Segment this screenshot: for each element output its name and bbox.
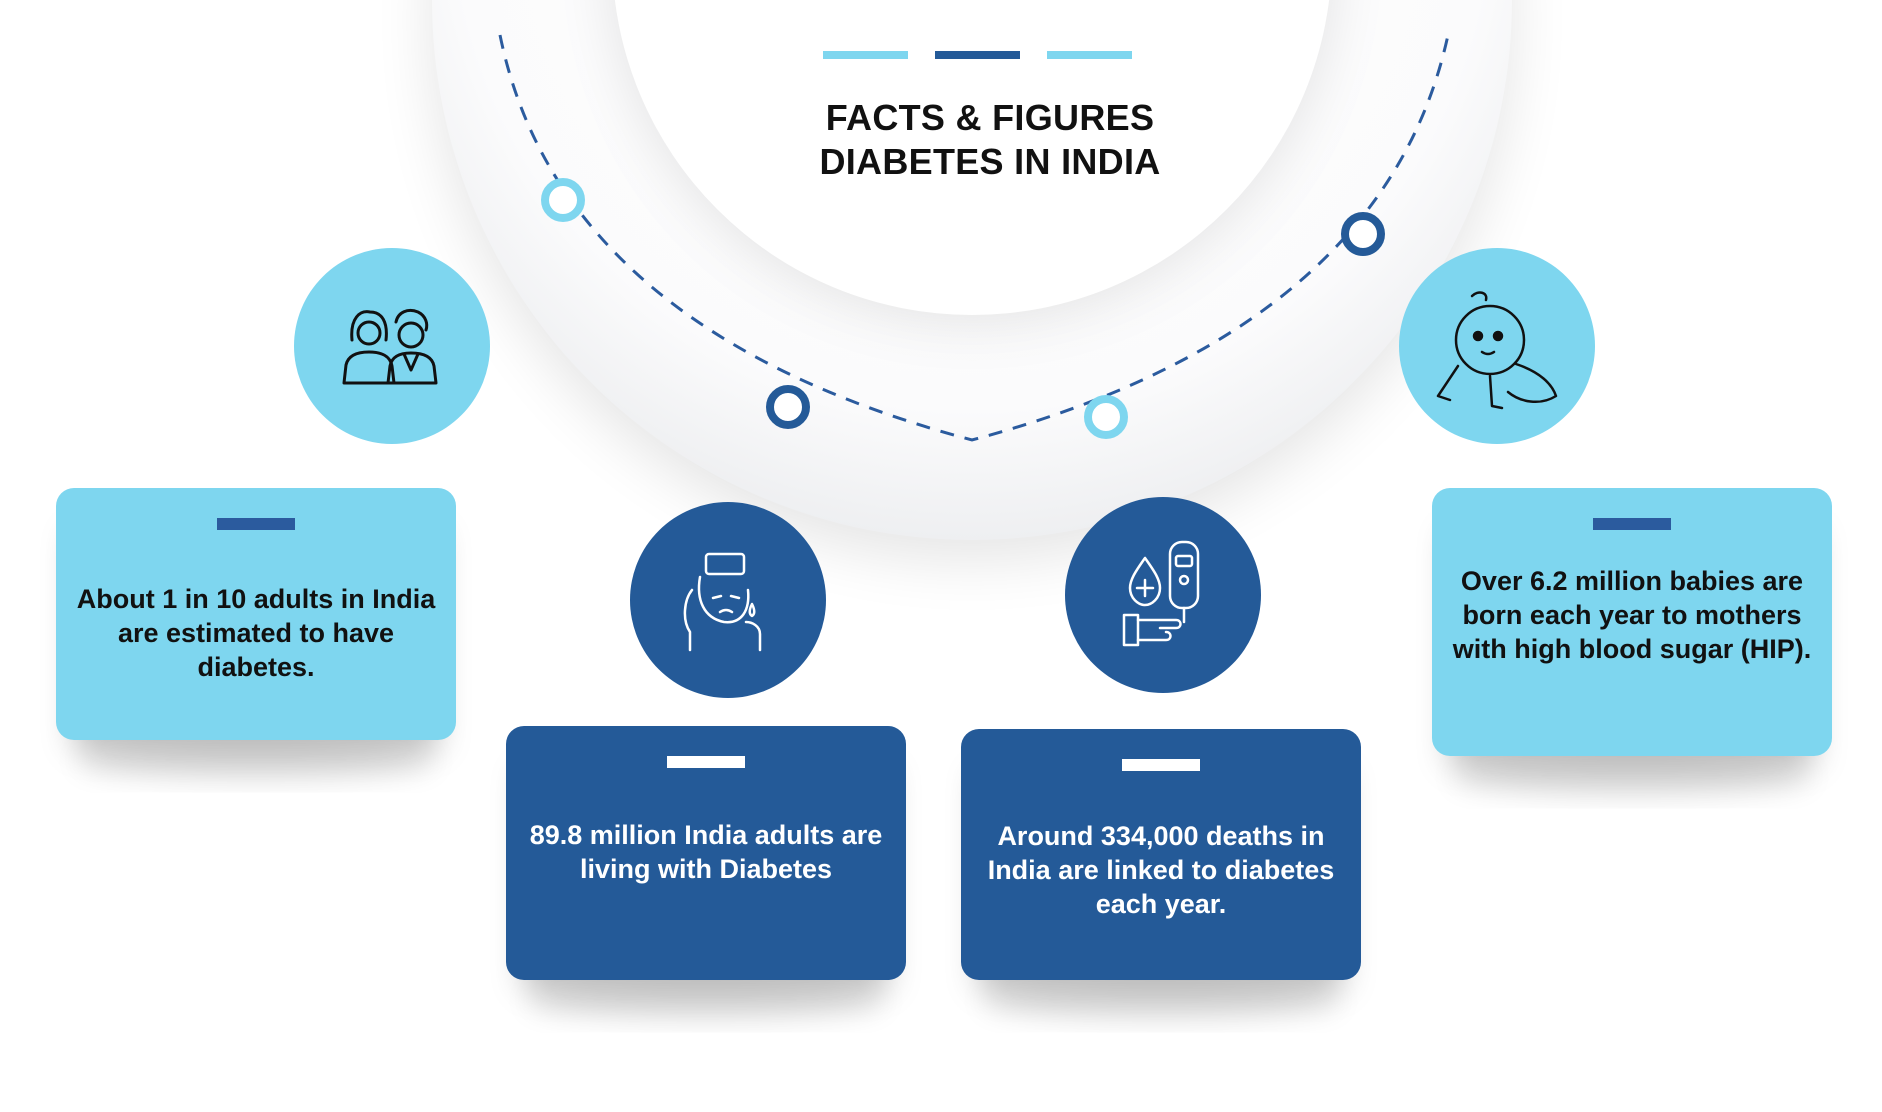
arc-marker-3 <box>1084 395 1128 439</box>
fact-card-babies: Over 6.2 million babies are born each ye… <box>1432 488 1832 756</box>
arc-marker-2 <box>766 385 810 429</box>
card-accent-bar <box>217 518 295 530</box>
page-title: FACTS & FIGURES DIABETES IN INDIA <box>790 96 1190 184</box>
glucose-meter-icon <box>1122 540 1200 647</box>
card-shadows <box>76 742 1812 1018</box>
arc-marker-1 <box>541 178 585 222</box>
couple-icon <box>342 308 438 385</box>
title-accent-bars <box>823 51 1132 59</box>
title-line-2: DIABETES IN INDIA <box>819 141 1161 182</box>
card-accent-bar <box>667 756 745 768</box>
card-accent-bar <box>1122 759 1200 771</box>
arc-marker-4 <box>1341 212 1385 256</box>
fact-text: 89.8 million India adults are living wit… <box>529 820 883 884</box>
arc-markers <box>541 178 1385 439</box>
icon-circle-meter <box>1065 497 1261 693</box>
fact-text: About 1 in 10 adults in India are estima… <box>76 584 436 682</box>
card-accent-bar <box>1593 518 1671 530</box>
fact-text: Over 6.2 million babies are born each ye… <box>1452 566 1812 664</box>
fact-card-deaths: Around 334,000 deaths in India are linke… <box>961 729 1361 980</box>
icon-circle-couple <box>294 248 490 444</box>
icon-circle-baby <box>1399 248 1595 444</box>
fact-card-adults-living: 89.8 million India adults are living wit… <box>506 726 906 980</box>
inner-disk <box>614 0 1330 320</box>
headache-person-icon <box>683 552 762 652</box>
crawling-baby-icon <box>1436 291 1558 410</box>
fact-card-adults-ratio: About 1 in 10 adults in India are estima… <box>56 488 456 740</box>
title-line-1: FACTS & FIGURES <box>825 97 1155 138</box>
icon-circle-headache <box>630 502 826 698</box>
fact-text: Around 334,000 deaths in India are linke… <box>987 821 1335 919</box>
